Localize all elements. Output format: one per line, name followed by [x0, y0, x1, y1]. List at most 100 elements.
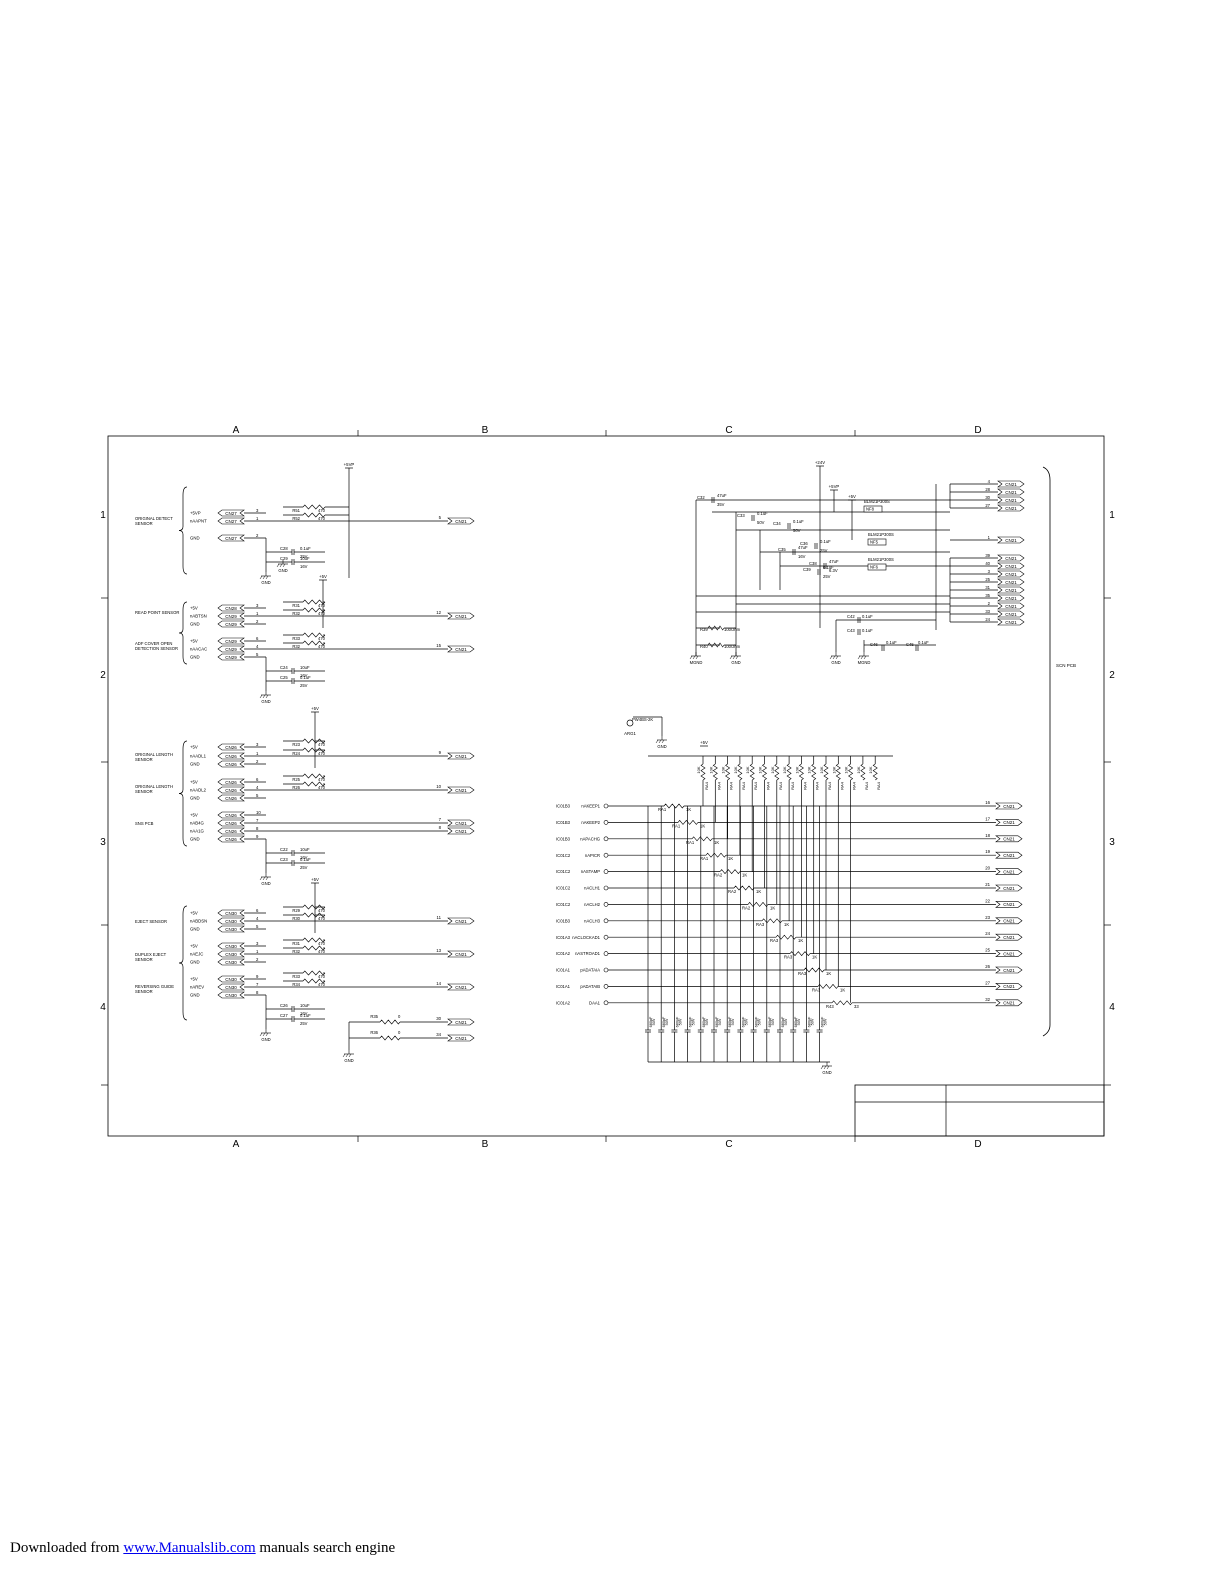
series-resistor — [803, 967, 825, 973]
capacitor-value: 0.1uF — [300, 675, 311, 680]
ferrite-part-label: BLM21P300S — [868, 557, 894, 562]
svg-text:MGND: MGND — [858, 660, 871, 665]
pullup-resistor — [725, 763, 731, 781]
pin-number: 6 — [256, 908, 259, 913]
pullup-value: 10K — [758, 766, 763, 773]
capacitor-label: C35 — [778, 547, 786, 552]
svg-text:CN21: CN21 — [1003, 886, 1015, 891]
zone-label-left: 4 — [100, 1002, 106, 1013]
pin-number: 2 — [256, 957, 259, 962]
resistor-label: R31 — [292, 603, 300, 608]
pin-number: 6 — [256, 636, 259, 641]
sensor-connector-tag: CN26 — [217, 786, 245, 794]
sensor-brace — [178, 601, 188, 665]
pullup-value: 10K — [844, 766, 849, 773]
svg-text:CN30: CN30 — [225, 960, 237, 965]
pin-signal-label: GND — [190, 622, 200, 627]
power-rail: +5V — [311, 706, 319, 713]
cn-pin-number: 35 — [985, 593, 990, 598]
ic-port-label: IC01C2 — [556, 886, 571, 891]
series-resistor-value: 1K — [728, 856, 733, 861]
cap-value: 680pF — [755, 1016, 759, 1027]
pin-number: 8 — [256, 990, 259, 995]
sensor-connector-tag: CN30 — [217, 991, 245, 999]
capacitor-value: 0.1uF — [886, 640, 897, 645]
series-resistor-label: RA1 — [686, 840, 695, 845]
svg-text:CN27: CN27 — [225, 536, 237, 541]
cap-value: 680pF — [662, 1016, 666, 1027]
damping-resistor — [707, 642, 725, 648]
cn-pin-number: 20 — [985, 866, 990, 871]
filter-capacitor — [697, 1029, 704, 1033]
resistor-label: R39 — [700, 627, 708, 632]
pin-signal-label: nABDSN — [190, 919, 207, 924]
pullup-resistor — [737, 763, 743, 781]
output-pin-number: 12 — [436, 610, 441, 615]
output-pin-number: 34 — [436, 1032, 441, 1037]
cn-pin-number: 25 — [985, 577, 990, 582]
filter-capacitor — [750, 1029, 757, 1033]
sensor-name-label: ADF COVER OPEN — [135, 641, 172, 646]
cn-pin-number: 24 — [985, 617, 990, 622]
capacitor-value: 47uF — [717, 493, 727, 498]
pin-number: 1 — [256, 751, 259, 756]
svg-text:CN21: CN21 — [1003, 968, 1015, 973]
svg-text:CN21: CN21 — [455, 788, 467, 793]
filter-capacitor — [711, 1029, 717, 1033]
svg-text:CN21: CN21 — [1005, 482, 1017, 487]
pullup-rail: +5V — [700, 740, 708, 747]
cap-voltage: 50V — [665, 1018, 669, 1025]
pin-number: 7 — [256, 818, 259, 823]
cn-pin-number: 31 — [985, 585, 990, 590]
series-resistor — [817, 983, 839, 989]
pin-number: 6 — [256, 777, 259, 782]
capacitor-label: C28 — [280, 546, 288, 551]
cn21-connector-tag: CN21 — [995, 950, 1023, 957]
cn-pin-number: 25 — [985, 948, 990, 953]
svg-text:+5V: +5V — [848, 494, 856, 499]
signal-terminal — [603, 836, 609, 842]
sensor-name-label: ORIGINAL LENGTH — [135, 752, 173, 757]
sensor-connector-tag: CN26 — [217, 760, 245, 768]
series-resistor — [775, 934, 797, 940]
pullup-value: 10K — [868, 766, 873, 773]
ground-symbol: MGND — [690, 652, 702, 665]
svg-text:CN21: CN21 — [1005, 588, 1017, 593]
cn21-connector-tag: CN21 — [997, 586, 1025, 594]
zone-label-top: A — [233, 425, 240, 436]
cn-pin-number: 22 — [985, 898, 990, 903]
pullup-resistor — [302, 945, 326, 951]
pullup-resistor — [798, 763, 804, 781]
series-resistor-label: RA3 — [798, 971, 807, 976]
sensor-connector-tag: CN27 — [217, 517, 245, 525]
pullup-label: RA4 — [716, 781, 721, 790]
decoupling-capacitor — [291, 860, 295, 866]
cn21-connector-tag: CN21 — [997, 504, 1025, 512]
output-connector-tag: CN21 — [447, 517, 475, 525]
resistor-value: 470 — [318, 636, 326, 641]
signal-name-label: nACLH3 — [584, 918, 600, 923]
ground-symbol: GND — [259, 572, 271, 585]
series-resistor-value: 1K — [770, 905, 775, 910]
pullup-label: RA4 — [704, 781, 709, 790]
sensor-name-label: REVERSING GUIDE — [135, 984, 174, 989]
ground-symbol: GND — [829, 652, 841, 665]
series-resistor-label: RA1 — [700, 856, 709, 861]
resistor-label: R25 — [292, 777, 300, 782]
capacitor-label: C26 — [280, 1003, 288, 1008]
signal-terminal — [603, 967, 609, 973]
output-connector-tag: CN21 — [447, 827, 475, 835]
pullup-resistor — [749, 763, 755, 781]
svg-text:CN21: CN21 — [1003, 919, 1015, 924]
sensor-connector-tag: CN30 — [217, 909, 245, 917]
pin-signal-label: +5V — [190, 745, 198, 750]
capacitor-label: C38 — [809, 561, 817, 566]
series-resistor — [789, 951, 811, 957]
svg-text:+24V: +24V — [815, 460, 825, 465]
footer-link[interactable]: www.Manualslib.com — [123, 1540, 256, 1556]
svg-text:CN26: CN26 — [225, 754, 237, 759]
capacitor-value: 47uF — [798, 545, 808, 550]
cn21-connector-tag: CN21 — [997, 618, 1025, 626]
ferrite-bead — [867, 538, 887, 546]
pullup-label: RA4 — [864, 781, 869, 790]
